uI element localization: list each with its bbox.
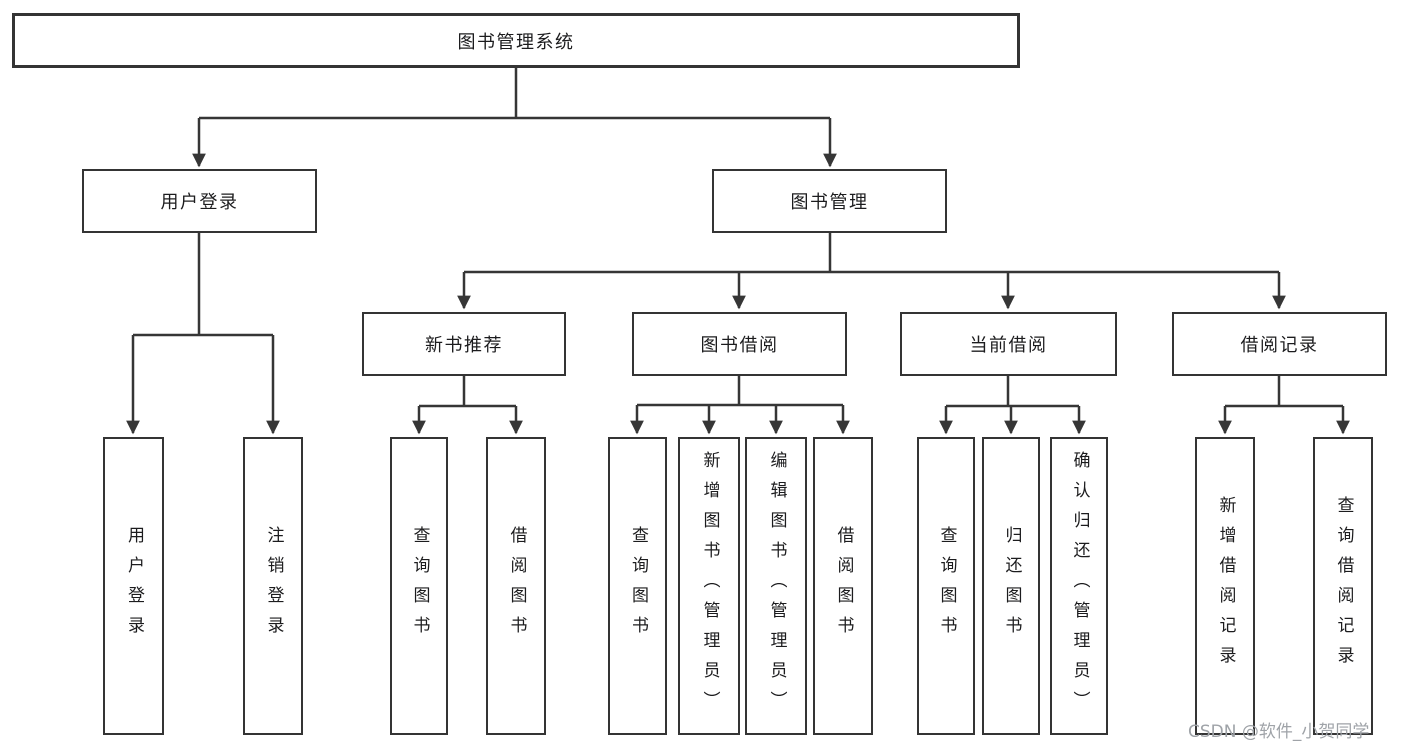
node-borrow-records: 借阅记录 [1172, 312, 1387, 376]
node-user-login: 用户登录 [82, 169, 317, 233]
node-current-borrow: 当前借阅 [900, 312, 1117, 376]
node-label: 借阅记录 [1240, 335, 1319, 356]
leaf-confirm-return-admin: 确认归还（管理员） [1050, 437, 1108, 735]
leaf-label: 新增借阅记录 [1215, 496, 1236, 676]
node-label: 当前借阅 [969, 335, 1048, 356]
leaf-label: 查询借阅记录 [1333, 496, 1354, 676]
node-book-management: 图书管理 [712, 169, 947, 233]
node-label: 图书管理 [790, 192, 869, 213]
leaf-borrow-books-2: 借阅图书 [813, 437, 873, 735]
leaf-label: 查询图书 [628, 526, 648, 646]
leaf-edit-book-admin: 编辑图书（管理员） [745, 437, 807, 735]
node-label: 用户登录 [160, 192, 239, 213]
node-book-borrow: 图书借阅 [632, 312, 847, 376]
leaf-label: 编辑图书（管理员） [766, 451, 787, 721]
leaf-label: 借阅图书 [506, 526, 527, 646]
leaf-label: 新增图书（管理员） [699, 451, 720, 721]
leaf-query-books-2: 查询图书 [608, 437, 667, 735]
leaf-label: 确认归还（管理员） [1069, 451, 1090, 721]
leaf-add-book-admin: 新增图书（管理员） [678, 437, 740, 735]
leaf-borrow-books-1: 借阅图书 [486, 437, 546, 735]
leaf-query-borrow-record: 查询借阅记录 [1313, 437, 1373, 735]
leaf-label: 查询图书 [936, 526, 957, 646]
node-label: 新书推荐 [425, 335, 503, 356]
leaf-label: 查询图书 [409, 526, 430, 646]
leaf-label: 借阅图书 [833, 526, 854, 646]
node-label: 图书借阅 [700, 335, 779, 356]
leaf-return-books: 归还图书 [982, 437, 1040, 735]
leaf-logout: 注销登录 [243, 437, 303, 735]
leaf-label: 注销登录 [263, 526, 284, 646]
watermark: CSDN @软件_小贺同学 [1188, 722, 1370, 742]
leaf-query-books-3: 查询图书 [917, 437, 975, 735]
node-system: 图书管理系统 [12, 13, 1020, 68]
leaf-add-borrow-record: 新增借阅记录 [1195, 437, 1255, 735]
leaf-query-books-1: 查询图书 [390, 437, 448, 735]
node-label: 图书管理系统 [457, 31, 575, 53]
leaf-label: 归还图书 [1001, 526, 1022, 646]
leaf-label: 用户登录 [124, 526, 144, 646]
node-new-book-recommend: 新书推荐 [362, 312, 566, 376]
leaf-user-login: 用户登录 [103, 437, 164, 735]
